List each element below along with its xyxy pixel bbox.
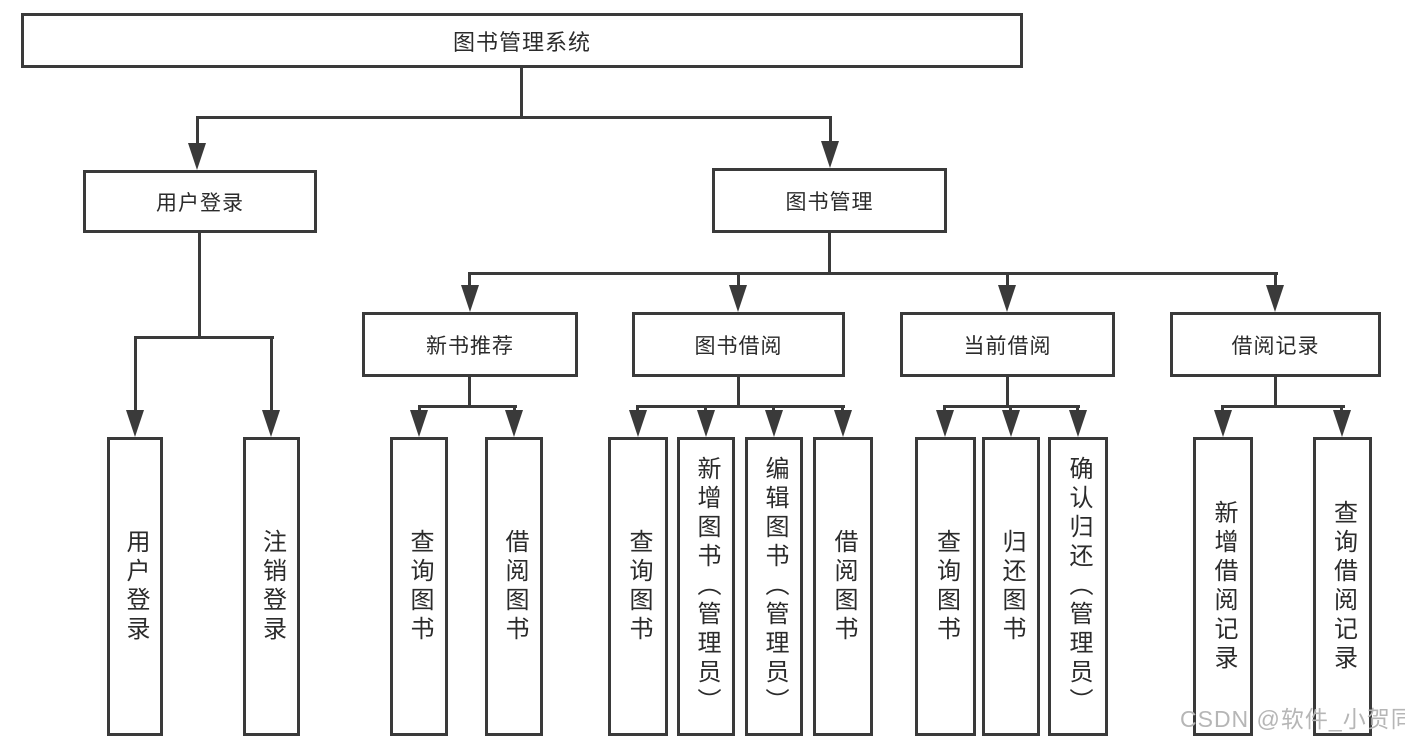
arrowhead-cb-confirm — [1069, 410, 1087, 437]
leaf-logout: 注销登录 — [243, 437, 300, 736]
leaf-label: 新增借阅记录 — [1210, 499, 1237, 674]
connector-current-borrow-crossbar — [944, 405, 1080, 408]
connector-root-stem — [520, 68, 523, 119]
leaf-label: 用户登录 — [122, 528, 149, 645]
arrowhead-br-add — [1214, 410, 1232, 437]
leaf-label: 注销登录 — [258, 528, 286, 645]
node-book-management: 图书管理 — [712, 168, 947, 233]
arrowhead-book-borrow — [729, 285, 747, 312]
connector-book-borrow-crossbar — [637, 405, 845, 408]
leaf-confirm-return-admin: 确认归还（管理员） — [1048, 437, 1108, 736]
connector-new-book-crossbar — [418, 405, 517, 408]
leaf-label: 借阅图书 — [830, 528, 857, 645]
leaf-label: 确认归还（管理员） — [1065, 456, 1092, 717]
node-label: 借阅记录 — [1231, 334, 1320, 358]
leaf-query-books-recommend: 查询图书 — [390, 437, 448, 736]
arrowhead-bb-borrow — [834, 410, 852, 437]
arrowhead-user-login — [188, 143, 206, 170]
arrowhead-cb-return — [1002, 410, 1020, 437]
leaf-return-books: 归还图书 — [982, 437, 1040, 736]
arrowhead-nb-borrow — [505, 410, 523, 437]
arrowhead-nb-query — [410, 410, 428, 437]
node-new-book-recommend: 新书推荐 — [362, 312, 578, 377]
node-label: 新书推荐 — [426, 334, 514, 358]
connector-user-login-shaft — [196, 116, 199, 148]
connector-user-login-crossbar — [134, 336, 274, 339]
connector-root-crossbar — [196, 116, 832, 119]
arrowhead-cb-query — [936, 410, 954, 437]
arrowhead-login-leaf — [126, 410, 144, 437]
leaf-add-borrow-record: 新增借阅记录 — [1193, 437, 1253, 736]
leaf-label: 借阅图书 — [501, 528, 528, 645]
connector-user-login-stem — [198, 233, 201, 339]
connector-book-mgmt-stem — [828, 233, 831, 275]
node-label: 当前借阅 — [963, 334, 1052, 358]
leaf-label: 归还图书 — [998, 528, 1025, 645]
arrowhead-current-borrow — [998, 285, 1016, 312]
arrowhead-new-book — [461, 285, 479, 312]
leaf-add-books-admin: 新增图书（管理员） — [677, 437, 735, 736]
leaf-query-borrow-record: 查询借阅记录 — [1313, 437, 1372, 736]
leaf-user-login: 用户登录 — [107, 437, 163, 736]
arrowhead-bb-edit — [765, 410, 783, 437]
node-user-login: 用户登录 — [83, 170, 317, 233]
leaf-label: 编辑图书（管理员） — [761, 456, 788, 717]
node-library-management-system: 图书管理系统 — [21, 13, 1023, 68]
leaf-borrow-books-recommend: 借阅图书 — [485, 437, 543, 736]
connector-book-mgmt-shaft — [829, 116, 832, 148]
node-label: 图书管理系统 — [452, 29, 591, 55]
connector-current-borrow-stem — [1006, 377, 1009, 408]
leaf-query-books-borrowing: 查询图书 — [608, 437, 668, 736]
connector-new-book-shaft — [468, 272, 471, 287]
connector-borrow-record-stem — [1274, 377, 1277, 408]
arrowhead-book-mgmt — [821, 141, 839, 168]
connector-new-book-stem — [468, 377, 471, 408]
arrowhead-bb-query — [629, 410, 647, 437]
connector-borrow-record-crossbar — [1222, 405, 1345, 408]
node-label: 图书管理 — [785, 190, 874, 214]
leaf-label: 查询图书 — [625, 528, 652, 645]
arrowhead-borrow-record — [1266, 285, 1284, 312]
connector-logout-leaf-shaft — [270, 336, 273, 412]
connector-book-borrow-shaft — [737, 272, 740, 287]
node-current-borrowing: 当前借阅 — [900, 312, 1115, 377]
connector-current-borrow-shaft — [1006, 272, 1009, 287]
leaf-label: 查询图书 — [406, 528, 433, 645]
node-label: 用户登录 — [156, 191, 244, 215]
node-borrowing-records: 借阅记录 — [1170, 312, 1381, 377]
node-label: 图书借阅 — [694, 334, 783, 358]
leaf-label: 查询图书 — [932, 528, 960, 645]
connector-book-borrow-stem — [737, 377, 740, 408]
leaf-edit-books-admin: 编辑图书（管理员） — [745, 437, 803, 736]
node-book-borrowing: 图书借阅 — [632, 312, 845, 377]
arrowhead-bb-add — [697, 410, 715, 437]
arrowhead-br-query — [1333, 410, 1351, 437]
connector-login-leaf-shaft — [134, 336, 137, 412]
leaf-borrow-books: 借阅图书 — [813, 437, 873, 736]
arrowhead-logout-leaf — [262, 410, 280, 437]
csdn-watermark: CSDN @软件_小贺同学 — [1180, 706, 1405, 732]
leaf-label: 新增图书（管理员） — [693, 456, 720, 717]
leaf-query-books-current: 查询图书 — [915, 437, 976, 736]
connector-book-mgmt-crossbar — [469, 272, 1278, 275]
leaf-label: 查询借阅记录 — [1329, 499, 1357, 674]
connector-borrow-record-shaft — [1274, 272, 1277, 287]
